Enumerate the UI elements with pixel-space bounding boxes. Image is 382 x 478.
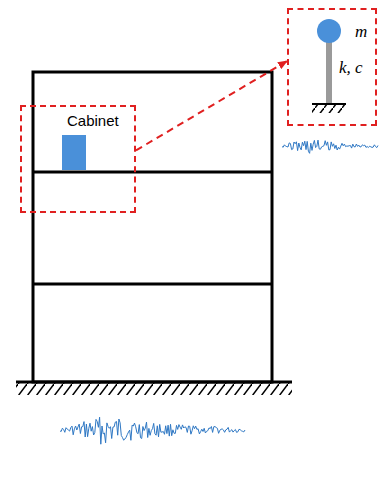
mass-symbol: m: [355, 22, 367, 42]
spring-damper-rod: [326, 40, 332, 103]
stiffness-damping-symbol: k, c: [339, 58, 363, 78]
dashed-callout-box: m k, c: [287, 8, 377, 126]
mass-circle: [317, 19, 341, 43]
ground-hatch: [16, 383, 292, 395]
ground-motion-wave: [60, 417, 245, 444]
floor-motion-wave: [282, 140, 378, 153]
support-hatch: [312, 105, 346, 113]
dashed-arrow: [136, 61, 287, 150]
cabinet-label: Cabinet: [67, 112, 119, 129]
floor-slab: [33, 171, 272, 174]
building-frame: [33, 72, 272, 382]
support-ground: [312, 103, 346, 105]
dashed-callout-box: Cabinet: [20, 105, 136, 213]
floor-slab: [33, 283, 272, 286]
cabinet-block: [62, 135, 86, 170]
